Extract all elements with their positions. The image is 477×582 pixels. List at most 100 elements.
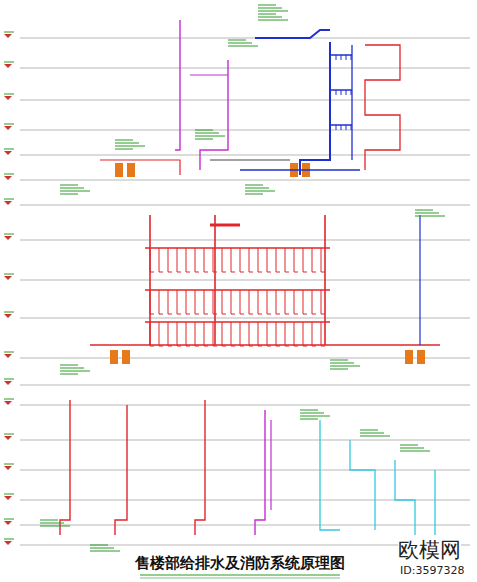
floor-line [20,525,470,526]
level-mark [4,494,14,495]
pipe-line [276,322,280,346]
pipe-line [312,322,316,346]
pipe-line [255,30,330,38]
pipe-line [145,289,330,291]
level-mark [4,149,14,150]
annotation-stroke [415,216,445,217]
pipe-line [175,20,180,150]
pipe-line [204,322,208,346]
pipe-line [195,400,205,535]
annotation-stroke [330,369,348,370]
annotation-stroke [115,146,145,147]
level-mark [4,126,12,130]
annotation-stroke [258,14,276,15]
annotation-stroke [60,194,78,195]
annotation-stroke [300,419,318,420]
pipe-line [231,290,235,314]
annotation-stroke [300,416,330,417]
pipe-line [300,42,330,175]
level-mark [4,62,14,63]
pipe-line [190,75,228,76]
floor-line [20,318,470,319]
pipe-line [336,125,337,130]
level-mark [4,176,12,180]
annotation-stroke [360,433,384,434]
pipe-line [419,215,420,345]
pipe-line [294,290,298,314]
annotation-stroke [415,210,433,211]
level-mark [4,94,14,95]
watermark-id: ID:3597328 [400,564,464,577]
pipe-line [249,322,253,346]
level-mark [4,434,14,435]
pipe-line [336,90,337,95]
pipe-line [168,290,172,314]
level-mark [4,466,12,470]
floor-line [20,385,470,386]
level-mark [4,64,12,68]
annotation-stroke [400,451,430,452]
pipe-line [159,322,163,346]
pipe-line [200,60,228,170]
annotation-stroke [90,551,120,552]
pipe-line [270,420,271,510]
annotation-stroke [60,185,78,186]
annotation-stroke [195,130,213,131]
annotation-stroke [400,445,418,446]
level-mark [4,234,14,235]
floor-line [20,38,470,39]
pipe-line [177,248,181,272]
level-mark [4,436,12,440]
equipment-symbol [405,350,413,364]
level-mark [4,151,12,155]
pipe-line [258,322,262,346]
pipe-line [159,290,163,314]
pipe-line [240,290,244,314]
level-mark [4,401,12,405]
level-mark [4,496,12,500]
pipe-line [312,290,316,314]
diagram-title: 售楼部给排水及消防系统原理图 [135,554,345,573]
equipment-symbol [417,350,425,364]
pipe-line [395,460,415,535]
pipe-line [90,344,440,346]
pipe-line [240,248,244,272]
pipe-line [204,248,208,272]
annotation-stroke [60,374,78,375]
pipe-line [177,322,181,346]
floor-line [20,470,470,471]
pipe-line [159,248,163,272]
pipe-line [195,248,199,272]
pipe-line [186,322,190,346]
annotation-stroke [60,191,90,192]
pipe-line [100,160,180,175]
floor-line [20,205,470,206]
level-mark [4,201,12,205]
annotation-stroke [258,20,288,21]
pipe-line [210,160,290,161]
pipe-line [276,248,280,272]
pipe-line [186,248,190,272]
annotation-stroke [90,548,114,549]
pipe-line [177,290,181,314]
level-mark [4,32,14,33]
level-mark [4,274,14,275]
pipe-line [149,215,151,345]
level-mark [4,379,14,380]
pipe-line [336,55,337,60]
pipe-line [168,322,172,346]
pipe-line [168,248,172,272]
pipe-line [320,420,340,530]
annotation-stroke [40,526,70,527]
annotation-stroke [195,139,213,140]
pipe-line [346,55,347,60]
level-mark [4,34,12,38]
pipe-line [240,322,244,346]
floor-line [20,100,470,101]
pipe-line [341,55,342,60]
annotation-stroke [400,448,424,449]
pipe-line [145,247,330,249]
pipe-line [285,290,289,314]
pipe-line [341,125,342,130]
annotation-stroke [115,149,133,150]
